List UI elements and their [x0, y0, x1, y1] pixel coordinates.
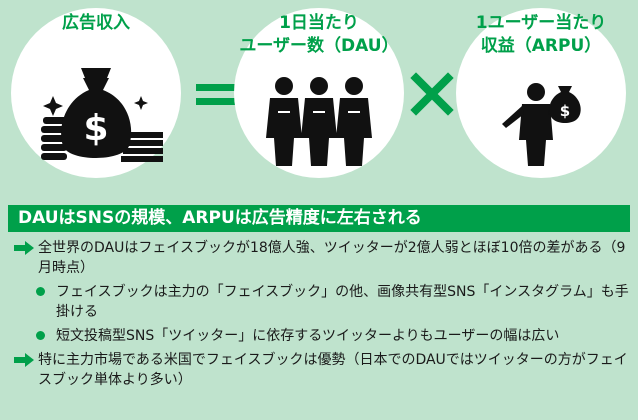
arrow-right-icon	[14, 241, 34, 255]
user-with-money-icon: $	[502, 83, 581, 166]
arpu-circle: 1ユーザー当たり 収益（ARPU） $	[456, 8, 626, 178]
list-item: フェイスブックは主力の「フェイスブック」の他、画像共有型SNS「インスタグラム」…	[14, 282, 630, 322]
list-item-text: フェイスブックは主力の「フェイスブック」の他、画像共有型SNS「インスタグラム」…	[56, 284, 629, 320]
list-item-text: 特に主力市場である米国でフェイスブックは優勢（日本でのDAUではツイッターの方が…	[38, 352, 628, 388]
list-item-text: 短文投稿型SNS「ツイッター」に依存するツイッターよりもユーザーの幅は広い	[56, 328, 560, 344]
formula-area: 広告収入 $	[0, 0, 638, 200]
bullet-list: 全世界のDAUはフェイスブックが18億人強、ツイッターが2億人弱とほぼ10倍の差…	[14, 238, 630, 390]
arrow-right-icon	[14, 353, 34, 367]
list-item: 全世界のDAUはフェイスブックが18億人強、ツイッターが2億人弱とほぼ10倍の差…	[14, 238, 630, 278]
times-icon	[410, 72, 454, 116]
small-dollar-sign: $	[560, 102, 570, 120]
list-item: 短文投稿型SNS「ツイッター」に依存するツイッターよりもユーザーの幅は広い	[14, 326, 630, 346]
equals-icon	[196, 84, 236, 105]
dau-label: 1日当たり ユーザー数（DAU）	[239, 13, 399, 56]
list-item-text: 全世界のDAUはフェイスブックが18億人強、ツイッターが2億人弱とほぼ10倍の差…	[38, 240, 626, 276]
bullet-dot-icon	[36, 331, 45, 340]
money-bag-icon: $	[41, 68, 163, 162]
ad-revenue-circle: 広告収入 $	[11, 8, 181, 178]
users-icon	[266, 77, 372, 166]
ad-revenue-label: 広告収入	[62, 13, 130, 33]
list-item: 特に主力市場である米国でフェイスブックは優勢（日本でのDAUではツイッターの方が…	[14, 350, 630, 390]
dollar-sign: $	[83, 108, 108, 149]
bullet-dot-icon	[36, 287, 45, 296]
arpu-label: 1ユーザー当たり 収益（ARPU）	[475, 13, 607, 56]
dau-circle: 1日当たり ユーザー数（DAU）	[234, 8, 404, 178]
section-heading: DAUはSNSの規模、ARPUは広告精度に左右される	[8, 205, 630, 232]
